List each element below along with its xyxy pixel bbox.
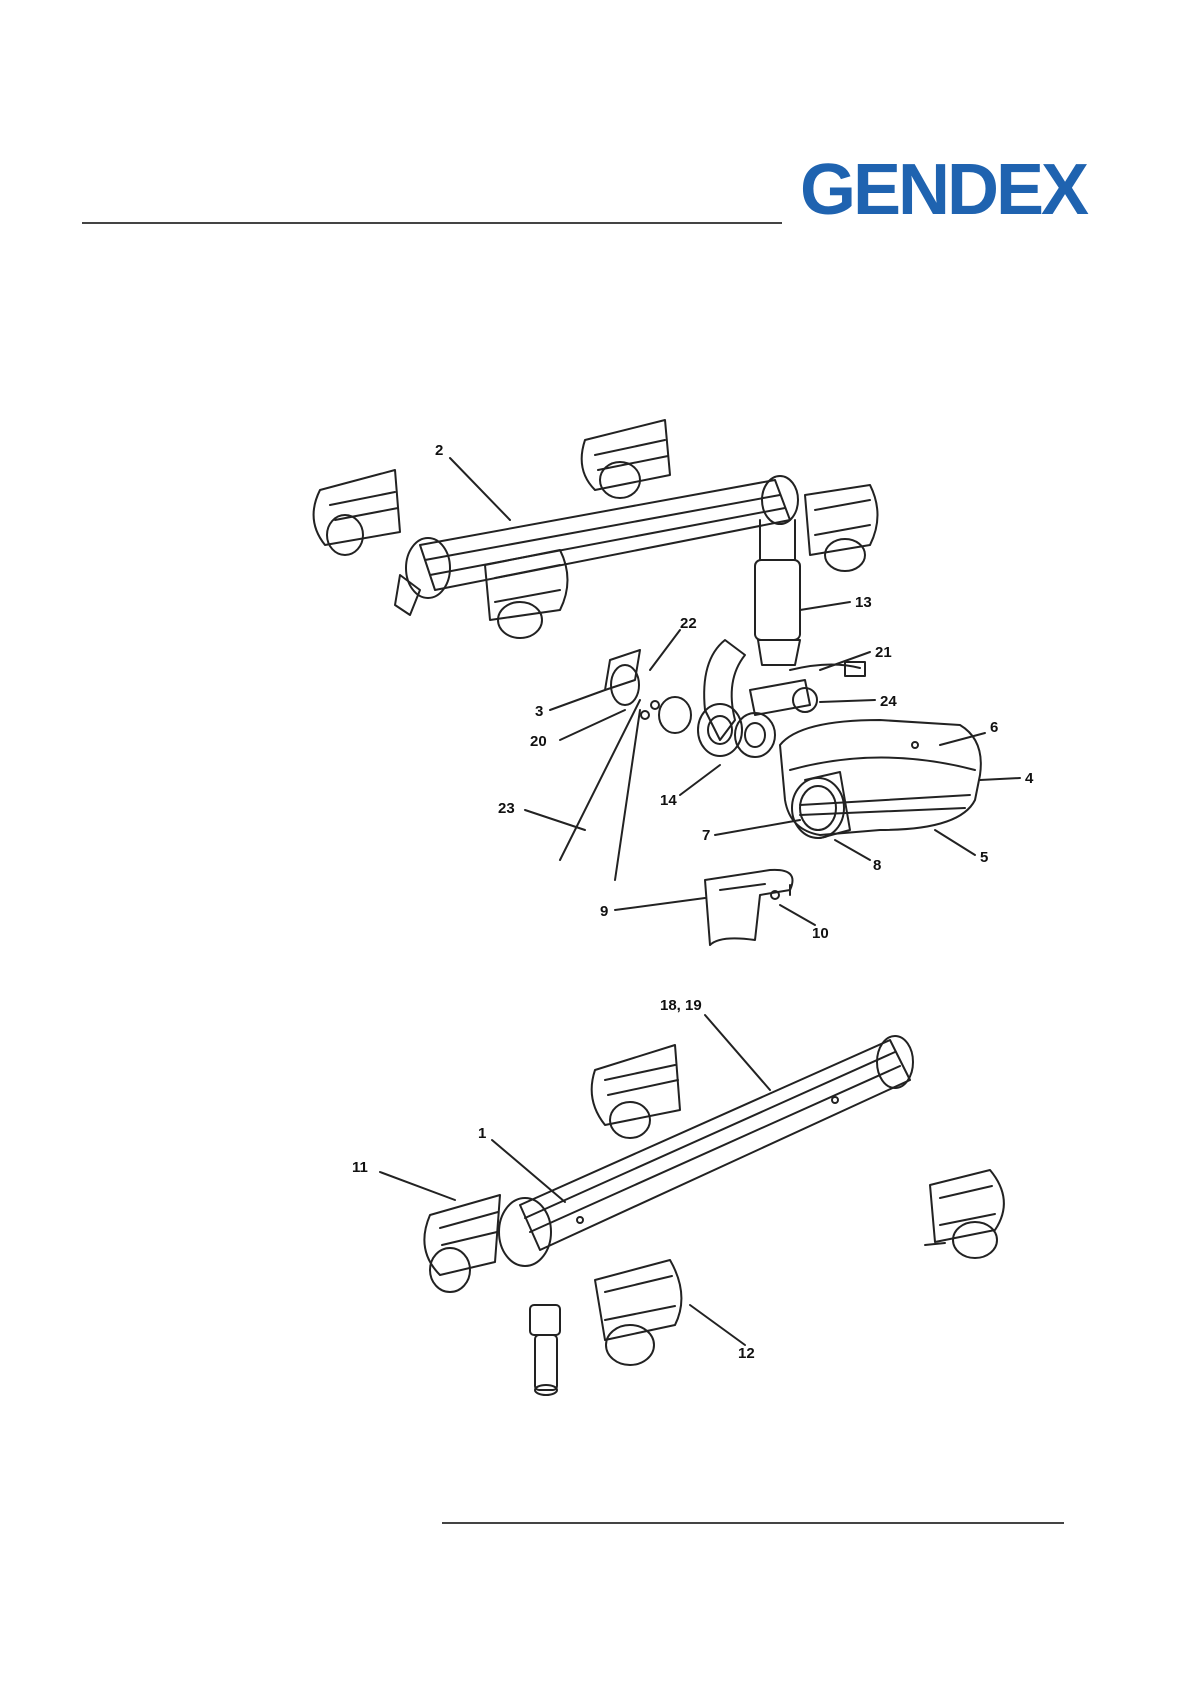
footer-rule [442,1522,1064,1524]
callout-8: 8 [873,857,881,874]
callout-11: 11 [352,1159,368,1176]
upper-left-cover [314,470,400,555]
callout-24: 24 [880,693,897,710]
callout-7: 7 [702,827,710,844]
shield-cover [705,870,793,945]
callout-23: 23 [498,800,515,817]
lower-arm [499,1036,913,1266]
callout-21: 21 [875,644,892,661]
upper-top-cover [582,420,670,498]
callout-18-19: 18, 19 [660,997,702,1014]
cable [790,662,865,676]
tube-head [780,720,981,835]
callout-5: 5 [980,849,988,866]
lower-left-cover [424,1195,500,1292]
lower-top-cover [592,1045,680,1138]
callout-1: 1 [478,1125,486,1142]
callout-10: 10 [812,925,829,942]
callout-12: 12 [738,1345,755,1362]
upper-front-cover [485,550,568,638]
callout-2: 2 [435,442,443,459]
long-pin-2 [615,710,640,880]
callout-3: 3 [535,703,543,720]
upper-right-cover [805,485,878,571]
callout-4: 4 [1025,770,1034,787]
callout-13: 13 [855,594,872,611]
lower-front-cover [595,1260,681,1365]
lower-right-cover [925,1170,1004,1258]
callout-6: 6 [990,719,998,736]
long-pin [560,700,640,860]
upper-column [755,520,800,665]
lower-post [530,1305,560,1395]
callout-22: 22 [680,615,697,632]
upper-arm [406,476,798,598]
callout-9: 9 [600,903,608,920]
callout-20: 20 [530,733,547,750]
callout-14: 14 [660,792,677,809]
